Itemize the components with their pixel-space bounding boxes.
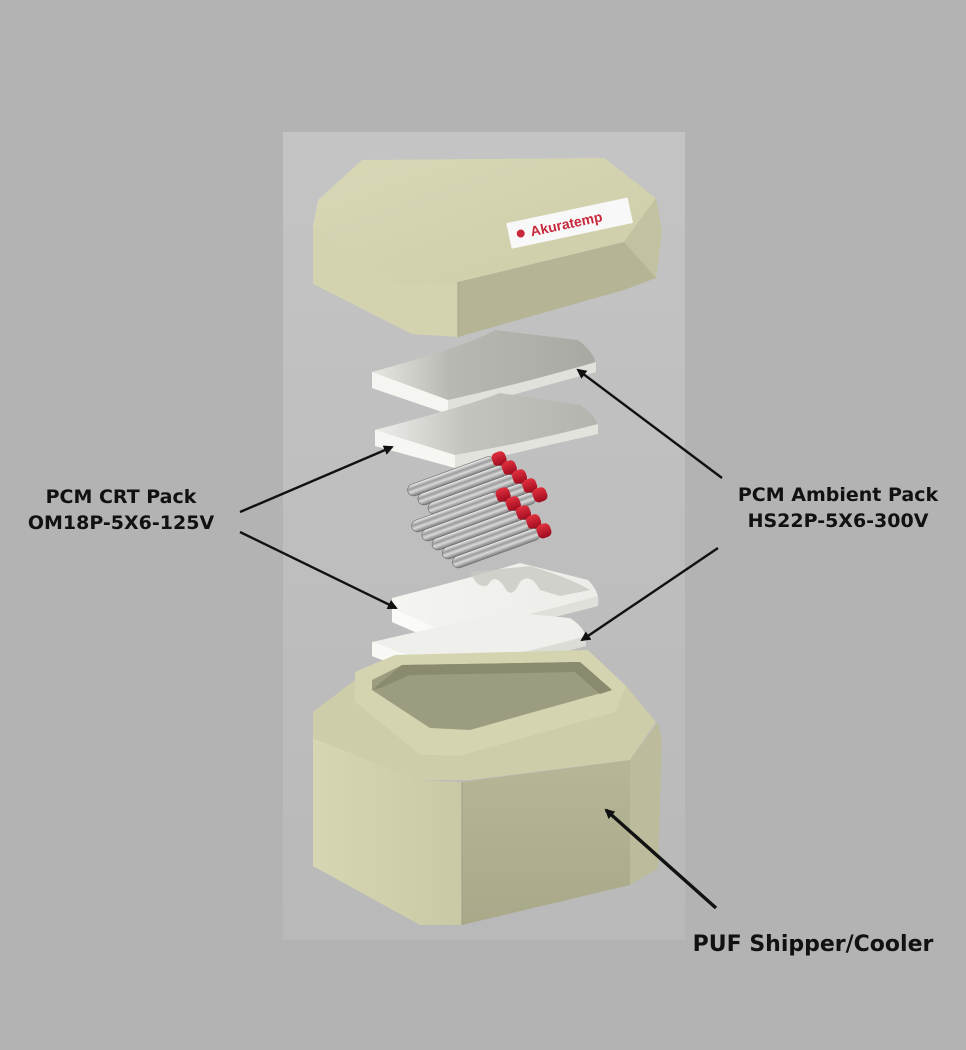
callout-arrows — [239, 368, 723, 910]
puf-shipper-label: PUF Shipper/Cooler — [684, 930, 942, 960]
pcm-crt-pack-code: OM18P-5X6-125V — [27, 512, 215, 535]
cooler-lid — [313, 158, 662, 337]
puf-cooler-body — [313, 650, 662, 925]
vial-10 — [452, 523, 552, 569]
pcm-ambient-pack-code: HS22P-5X6-300V — [747, 510, 929, 533]
puf-shipper-name: PUF Shipper/Cooler — [692, 932, 934, 957]
brand-label-sticker — [506, 197, 633, 249]
vial-9 — [441, 514, 542, 560]
vial-cluster — [407, 451, 552, 569]
ambient-arrow-upper — [576, 368, 723, 479]
vial-1 — [407, 451, 507, 497]
pcm-ambient-pack-label: PCM Ambient Pack HS22P-5X6-300V — [730, 482, 946, 534]
brand-label: Akuratemp — [506, 197, 633, 249]
crt-arrow-lower — [239, 530, 398, 610]
brand-logo-icon — [516, 229, 525, 238]
ambient-arrow-lower — [580, 547, 719, 642]
lid-left-face — [313, 226, 458, 337]
lid-front-face — [458, 238, 656, 337]
crt-arrow-upper — [239, 445, 394, 514]
puf-arrow — [604, 808, 718, 910]
pcm-crt-pack-label: PCM CRT Pack OM18P-5X6-125V — [14, 484, 228, 536]
pcm-ambient-pack-name: PCM Ambient Pack — [737, 484, 939, 506]
vial-6 — [411, 487, 511, 533]
pcm-crt-pack-name: PCM CRT Pack — [45, 486, 197, 508]
lid-right-face — [624, 198, 662, 278]
lid-top-face — [313, 158, 656, 284]
